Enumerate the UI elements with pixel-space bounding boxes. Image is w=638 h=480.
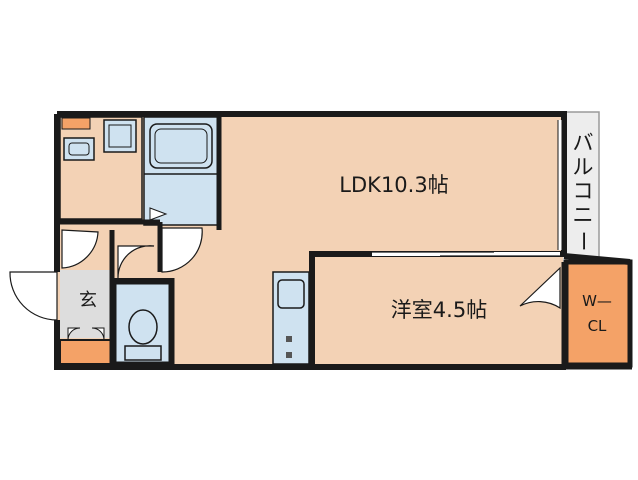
toilet-door-swing <box>117 245 155 279</box>
western-room <box>314 256 563 366</box>
washing-machine-inner <box>108 124 132 148</box>
entrance-floor <box>60 270 112 338</box>
balcony-char-1: バ <box>573 131 594 155</box>
walk-in-closet-label-1: W— <box>582 292 612 310</box>
washroom-shelf <box>61 117 91 130</box>
balcony-char-2: ル <box>573 155 594 179</box>
hall-door-swing <box>161 227 203 273</box>
bathtub-inner <box>154 128 208 164</box>
balcony-char-5: ー <box>571 231 595 252</box>
shoe-storage-doors <box>67 327 105 341</box>
toilet-bowl <box>128 309 158 345</box>
kitchen-sink <box>277 279 305 309</box>
balcony-label: バ ル コ ニ ー <box>571 131 595 252</box>
entry-door-swing <box>9 271 58 321</box>
toilet-tank <box>124 345 162 361</box>
western-door-swing <box>519 266 561 310</box>
stove-burner-2 <box>286 352 292 358</box>
wash-basin-bowl <box>68 142 90 156</box>
entrance-label: 玄 <box>79 290 97 311</box>
balcony-char-4: ニ <box>573 203 594 227</box>
balcony-char-3: コ <box>573 179 594 203</box>
shoe-storage <box>59 339 113 365</box>
bath-door-icon <box>149 207 168 221</box>
walk-in-closet-label-2: CL <box>588 317 607 335</box>
walk-in-closet <box>563 259 633 368</box>
door-swings <box>9 227 561 321</box>
washroom-door-swing <box>61 229 99 269</box>
western-room-label: 洋室4.5帖 <box>391 298 487 322</box>
bathtub <box>149 123 213 169</box>
stove-burner-1 <box>286 336 292 342</box>
ldk-label: LDK10.3帖 <box>339 173 448 197</box>
